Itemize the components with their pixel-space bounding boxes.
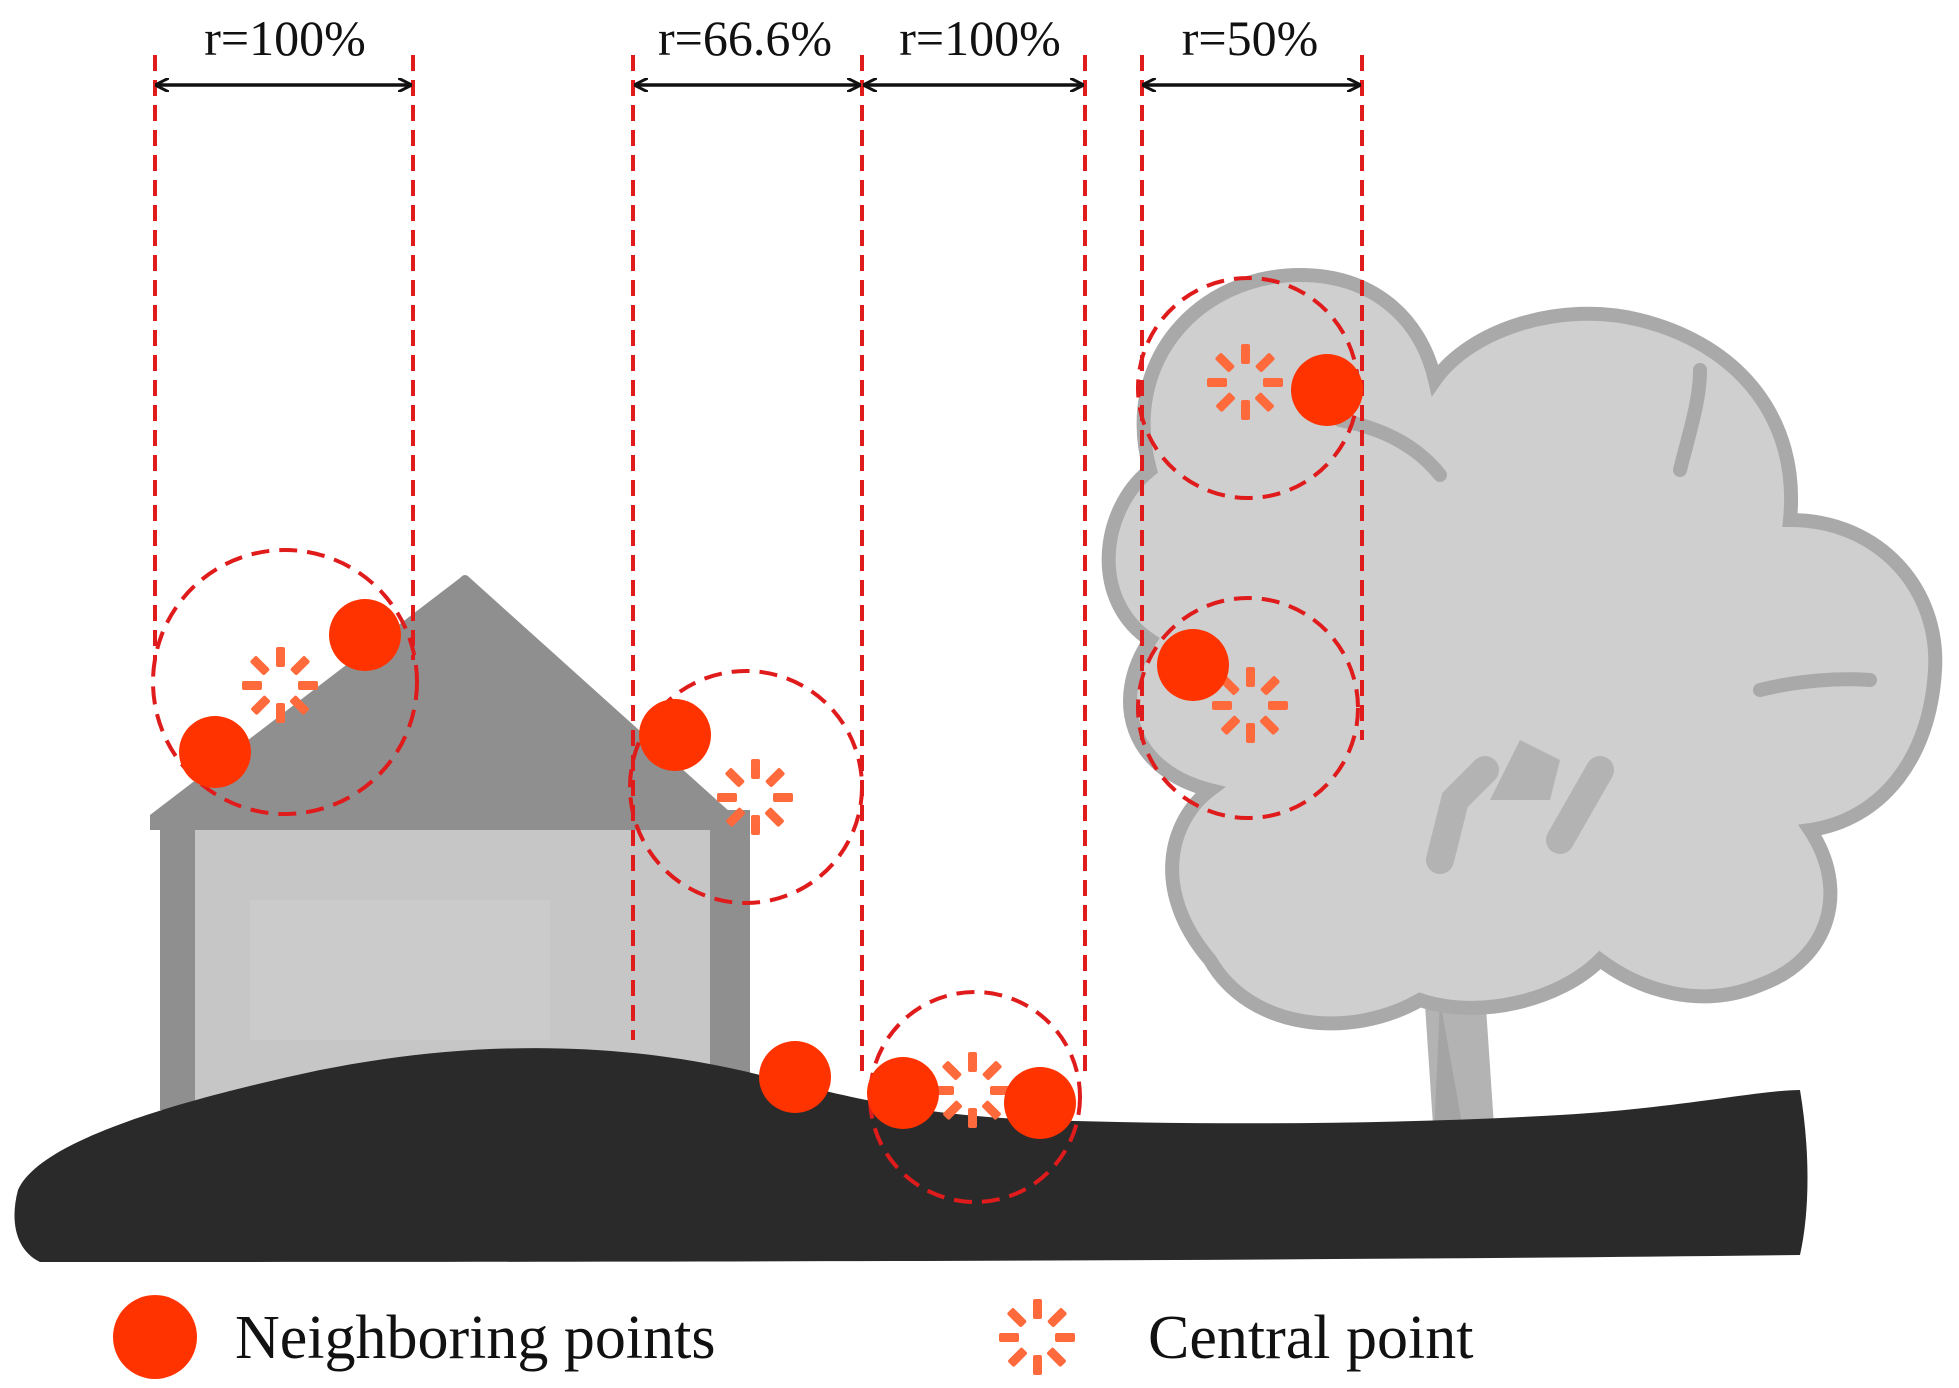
ground-terrain <box>14 1048 1808 1262</box>
neighbor-point <box>1291 354 1363 426</box>
neighboring-points <box>179 354 1363 1139</box>
guide-lines <box>153 55 1364 1080</box>
legend-neighbor-label: Neighboring points <box>235 1304 715 1372</box>
radius-label-2: r=66.6% <box>658 10 832 66</box>
house-illustration <box>150 575 750 1110</box>
tree-illustration <box>1101 267 1943 1230</box>
neighbor-point <box>1157 629 1229 701</box>
legend: Neighboring points Central point <box>113 1295 1473 1379</box>
radius-label-1: r=100% <box>204 10 366 66</box>
radius-label-4: r=50% <box>1182 10 1319 66</box>
neighbor-point <box>639 699 711 771</box>
neighbor-point <box>329 599 401 671</box>
neighbor-point <box>759 1041 831 1113</box>
legend-neighbor-icon <box>113 1295 197 1379</box>
neighbor-point <box>1004 1067 1076 1139</box>
neighbor-point <box>867 1057 939 1129</box>
radius-label-3: r=100% <box>899 10 1061 66</box>
legend-central-label: Central point <box>1148 1304 1473 1372</box>
neighbor-point <box>179 716 251 788</box>
legend-central-icon <box>999 1299 1075 1375</box>
tree-crown <box>1101 267 1943 1031</box>
